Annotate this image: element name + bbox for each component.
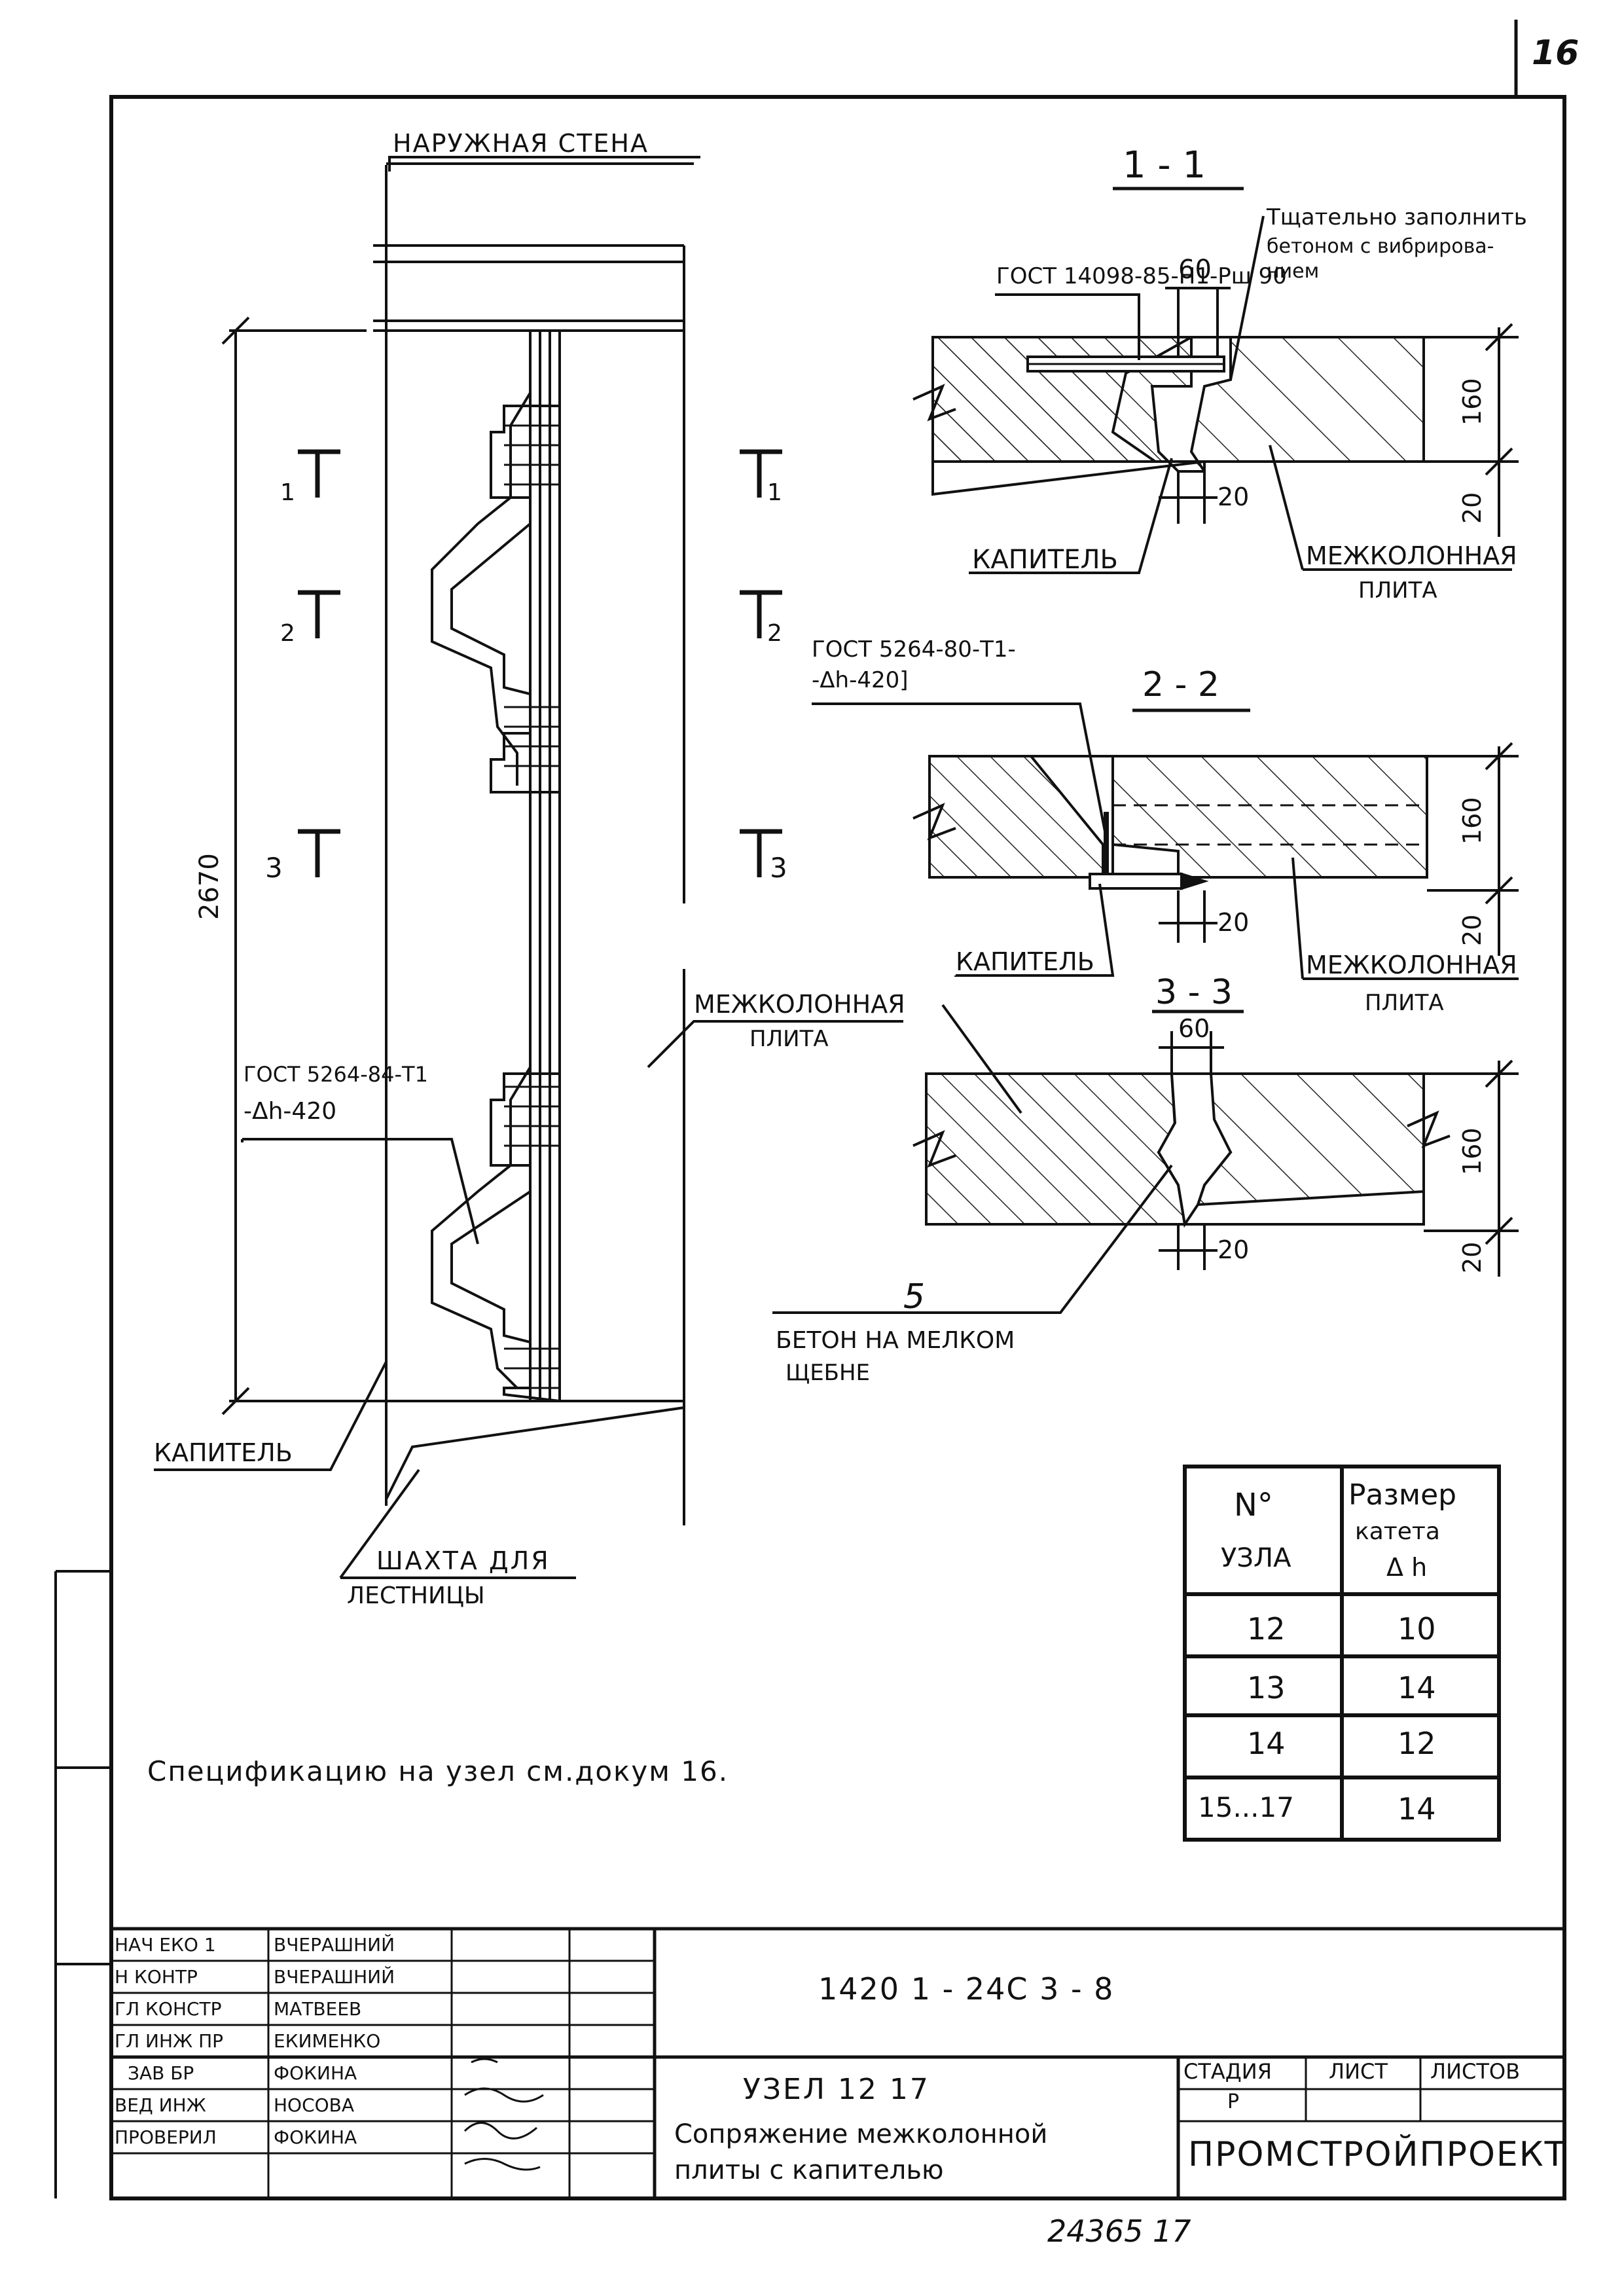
name-4: ЕКИМЕНКО bbox=[274, 2030, 381, 2052]
elevation-capital-label: КАПИТЕЛЬ bbox=[154, 1438, 293, 1467]
table-node-row-2: 13 bbox=[1247, 1670, 1286, 1705]
elevation-leaders bbox=[154, 1020, 903, 1579]
description-line-1: Сопряжение межколонной bbox=[674, 2119, 1048, 2149]
role-2: Н КОНТР bbox=[115, 1966, 198, 1988]
elevation-slab-label-2: ПЛИТА bbox=[749, 1026, 829, 1052]
role-1: НАЧ ЕКО 1 bbox=[115, 1934, 216, 1956]
organization-name: ПРОМСТРОЙПРОЕКТ bbox=[1188, 2135, 1567, 2174]
table-header-size-2: катета bbox=[1355, 1518, 1440, 1545]
sheets-label: ЛИСТОВ bbox=[1430, 2059, 1521, 2084]
stage-value: Р bbox=[1227, 2090, 1240, 2113]
section-1-dim-60: 60 bbox=[1178, 255, 1212, 285]
table-size-row-3: 12 bbox=[1398, 1726, 1436, 1761]
name-7: ФОКИНА bbox=[274, 2126, 357, 2148]
elevation-slab-label: МЕЖКОЛОННАЯ bbox=[694, 990, 905, 1019]
section-1-dim-20-bottom: 20 bbox=[1458, 492, 1487, 524]
section-2-slab-label: МЕЖКОЛОННАЯ bbox=[1306, 951, 1517, 979]
section-2-title: 2 - 2 bbox=[1142, 665, 1219, 704]
section-1-title: 1 - 1 bbox=[1123, 144, 1206, 187]
table-size-row-4: 14 bbox=[1398, 1791, 1436, 1827]
table-node-row-4: 15...17 bbox=[1198, 1791, 1294, 1823]
specification-note: Спецификацию на узел см.докум 16. bbox=[147, 1755, 729, 1787]
section-1-slab-label-2: ПЛИТА bbox=[1358, 577, 1437, 604]
shaft-label-2: ЛЕСТНИЦЫ bbox=[347, 1582, 485, 1609]
section-1-slab-label: МЕЖКОЛОННАЯ bbox=[1306, 541, 1517, 570]
role-7: ПРОВЕРИЛ bbox=[115, 2126, 217, 2148]
section-3-dim-20-bottom: 20 bbox=[1458, 1241, 1487, 1273]
table-header-node-2: УЗЛА bbox=[1221, 1543, 1291, 1573]
table-size-row-1: 10 bbox=[1398, 1611, 1436, 1647]
role-3: ГЛ КОНСТР bbox=[115, 1998, 222, 2020]
section-1-1 bbox=[912, 187, 1519, 574]
role-5: ЗАВ БР bbox=[128, 2062, 194, 2084]
section-3-dim-160: 160 bbox=[1458, 1127, 1487, 1175]
section-mark-left-2: 2 bbox=[280, 620, 295, 647]
section-mark-right-1: 1 bbox=[767, 479, 782, 506]
section-1-capital-label: КАПИТЕЛЬ bbox=[972, 545, 1118, 575]
section-3-3 bbox=[772, 1004, 1519, 1314]
table-header-size-1: Размер bbox=[1348, 1478, 1457, 1512]
dimension-2670: 2670 bbox=[194, 853, 225, 920]
section-3-dim-60: 60 bbox=[1178, 1014, 1210, 1043]
section-2-dim-20: 20 bbox=[1218, 908, 1250, 937]
section-2-dim-20-bottom: 20 bbox=[1458, 914, 1487, 946]
section-3-dim-20: 20 bbox=[1218, 1235, 1250, 1264]
section-1-dim-20: 20 bbox=[1218, 483, 1250, 511]
section-1-note-3: нием bbox=[1267, 260, 1320, 283]
section-mark-left-3: 3 bbox=[265, 852, 283, 884]
table-node-row-1: 12 bbox=[1247, 1611, 1286, 1647]
elevation-view bbox=[221, 156, 700, 1525]
shaft-label: ШАХТА ДЛЯ bbox=[376, 1546, 550, 1575]
callout-number-5: 5 bbox=[903, 1277, 926, 1317]
concrete-label: БЕТОН НА МЕЛКОМ bbox=[776, 1327, 1015, 1354]
name-5: ФОКИНА bbox=[274, 2062, 357, 2084]
section-1-note-1: Тщательно заполнить bbox=[1267, 204, 1527, 230]
section-3-title: 3 - 3 bbox=[1155, 973, 1233, 1012]
section-marks bbox=[298, 449, 782, 877]
concrete-label-2: ЩЕБНЕ bbox=[785, 1360, 871, 1386]
section-1-gost: ГОСТ 14098-85-Н1-Рш 90 bbox=[996, 263, 1287, 289]
outer-wall-label: НАРУЖНАЯ СТЕНА bbox=[393, 129, 649, 158]
document-code: 1420 1 - 24С 3 - 8 bbox=[818, 1971, 1115, 2007]
section-2-slab-label-2: ПЛИТА bbox=[1365, 990, 1444, 1016]
section-mark-right-2: 2 bbox=[767, 620, 782, 647]
node-title: УЗЕЛ 12 17 bbox=[743, 2073, 930, 2106]
section-2-capital-label: КАПИТЕЛЬ bbox=[956, 947, 1094, 976]
table-header-node-1: N° bbox=[1234, 1487, 1273, 1523]
gost-weld-label: ГОСТ 5264-84-Т1 bbox=[244, 1062, 428, 1087]
table-node-row-3: 14 bbox=[1247, 1726, 1286, 1761]
section-2-gost-2: -Δh-420] bbox=[812, 667, 909, 693]
page-number: 16 bbox=[1532, 33, 1579, 73]
section-2-gost-1: ГОСТ 5264-80-Т1- bbox=[812, 636, 1016, 663]
section-2-2 bbox=[812, 702, 1519, 980]
name-3: МАТВЕЕВ bbox=[274, 1998, 362, 2020]
name-1: ВЧЕРАШНИЙ bbox=[274, 1934, 395, 1956]
role-4: ГЛ ИНЖ ПР bbox=[115, 2030, 224, 2052]
sheet-label: ЛИСТ bbox=[1329, 2059, 1388, 2084]
section-2-dim-160: 160 bbox=[1458, 797, 1487, 845]
section-1-note-2: бетоном с вибрирова- bbox=[1267, 235, 1494, 258]
section-mark-right-3: 3 bbox=[770, 852, 787, 884]
description-line-2: плиты с капителью bbox=[674, 2155, 944, 2185]
sheet-frame bbox=[54, 20, 1566, 2200]
title-block bbox=[111, 1927, 1564, 2198]
footer-handwritten-number: 24365 17 bbox=[1047, 2214, 1191, 2249]
section-mark-left-1: 1 bbox=[280, 479, 295, 506]
table-header-size-3: Δ h bbox=[1386, 1553, 1428, 1582]
stage-label: СТАДИЯ bbox=[1183, 2059, 1272, 2084]
section-1-dim-160: 160 bbox=[1458, 378, 1487, 426]
weld-table bbox=[1183, 1465, 1501, 1842]
name-6: НОСОВА bbox=[274, 2094, 355, 2116]
name-2: ВЧЕРАШНИЙ bbox=[274, 1966, 395, 1988]
table-size-row-2: 14 bbox=[1398, 1670, 1436, 1705]
gost-weld-label-2: -Δh-420 bbox=[244, 1098, 337, 1125]
role-6: ВЕД ИНЖ bbox=[115, 2094, 206, 2116]
